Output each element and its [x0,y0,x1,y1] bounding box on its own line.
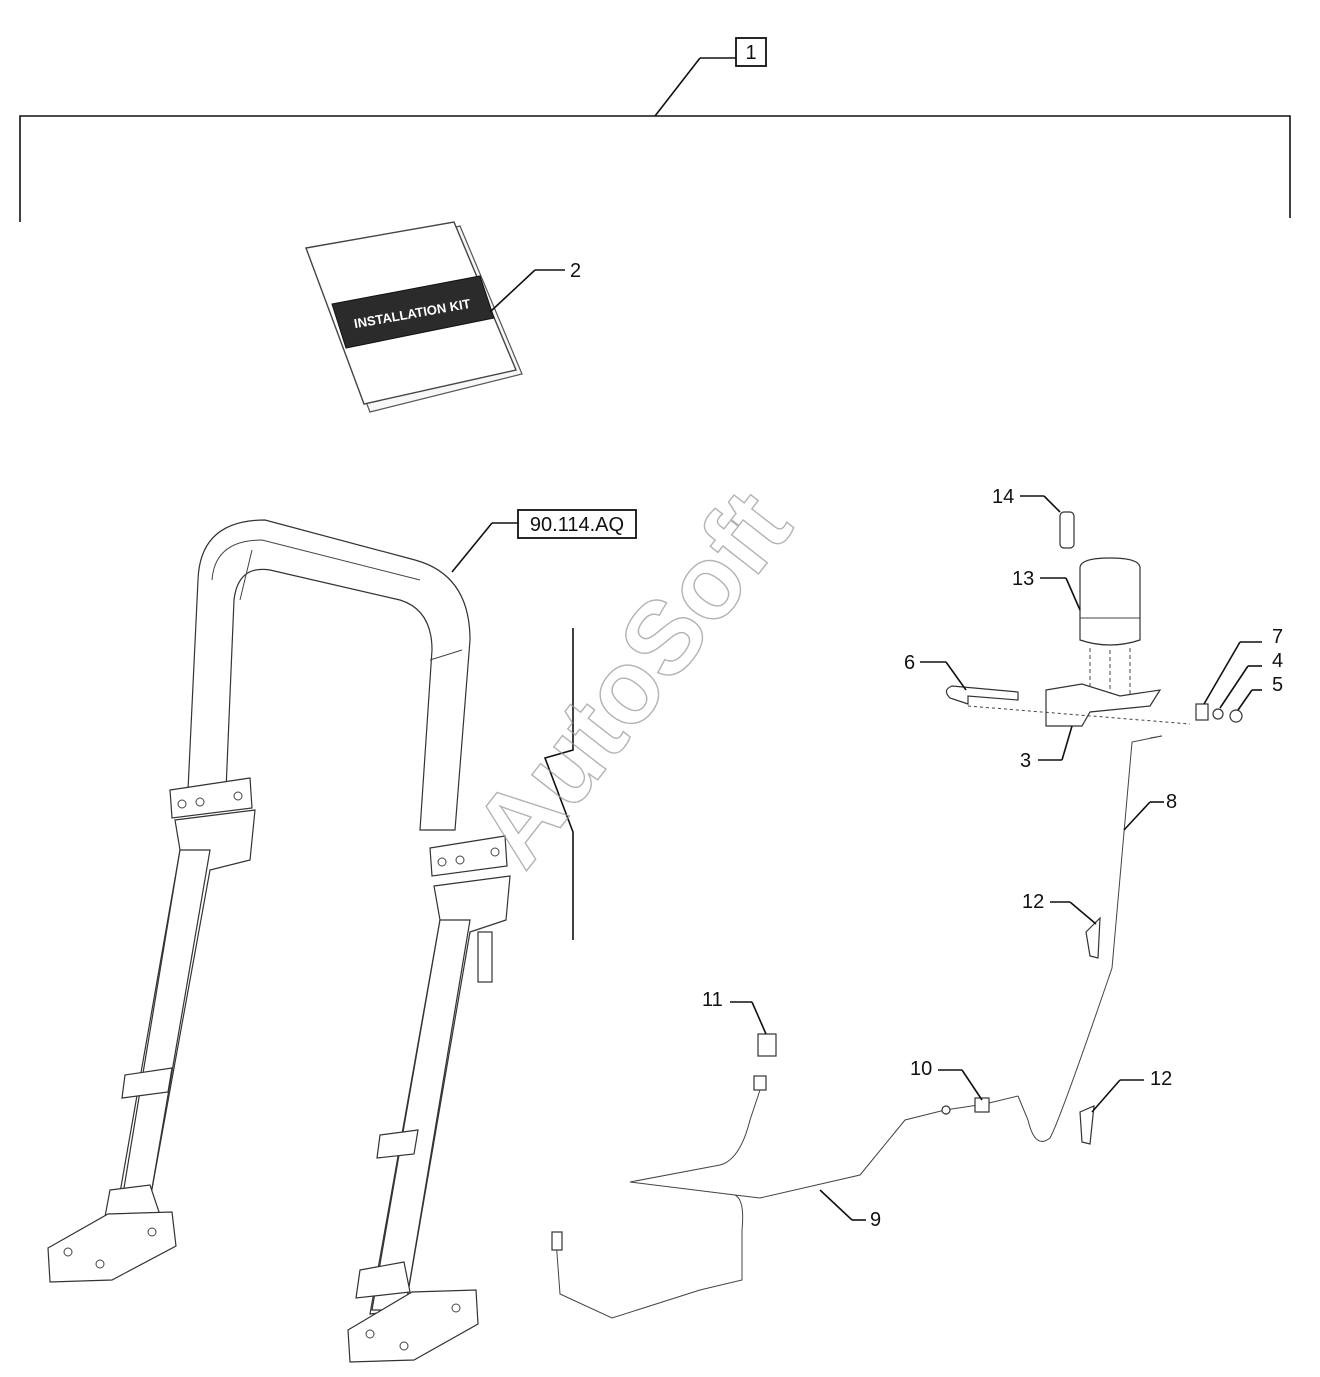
callout-14: 14 [992,486,1014,508]
harness-8: 8 [1017,735,1177,1142]
installation-manual: INSTALLATION KIT 2 [305,221,581,413]
switch-11: 11 [702,989,777,1091]
bulb-icon [1059,511,1075,549]
connector-10: 10 [910,1058,990,1113]
rops-frame: 90.114.AQ [47,509,637,1363]
callout-12b: 12 [1150,1068,1172,1090]
callout-13: 13 [1012,568,1034,590]
beacon-lamp [1079,557,1141,646]
callout-9: 9 [870,1209,881,1231]
callout-7: 7 [1272,626,1283,648]
connector-icon [974,1097,990,1113]
cable-clips: 12 12 [1022,891,1172,1145]
break-line [543,628,574,940]
reference-label: 90.114.AQ [530,514,624,536]
harness-9: 9 [551,1089,1019,1319]
callout-6: 6 [904,652,915,674]
switch-icon [757,1033,777,1057]
callout-3: 3 [1020,750,1031,772]
callout-8: 8 [1166,791,1177,813]
callout-1: 1 [745,42,756,64]
callout-4: 4 [1272,650,1283,672]
callout-11: 11 [702,989,723,1011]
kit-bracket: 1 [19,37,1291,222]
callout-10: 10 [910,1058,932,1080]
callout-5: 5 [1272,674,1283,696]
beacon-assembly: 14 13 3 6 7 4 5 [904,486,1283,772]
callout-2: 2 [570,260,581,282]
callout-12a: 12 [1022,891,1044,913]
